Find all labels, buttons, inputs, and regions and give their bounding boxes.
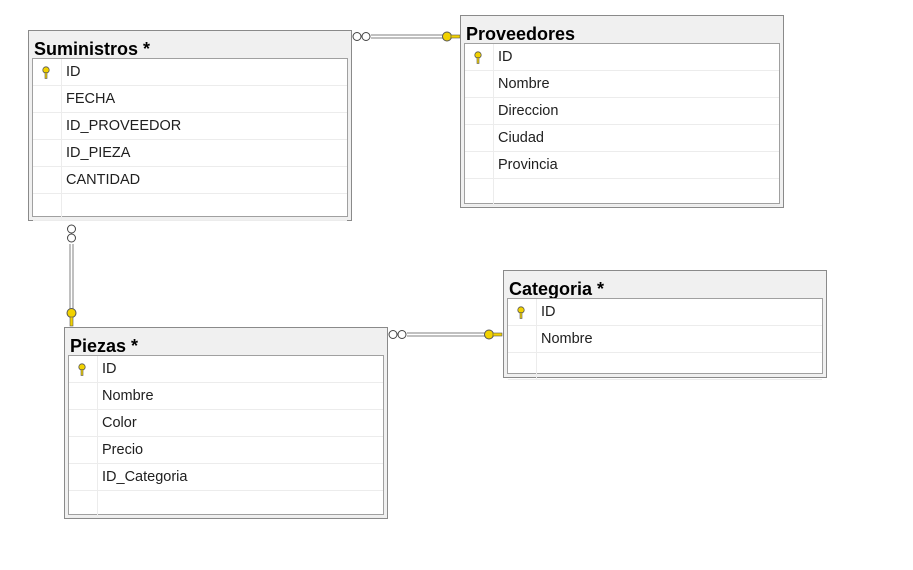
one-end-key-icon <box>484 329 503 340</box>
table-title: Categoria * <box>509 279 605 299</box>
many-end-icon <box>67 224 76 243</box>
one-end-key-icon <box>66 308 77 327</box>
column-name: ID <box>102 361 117 377</box>
column-name: Color <box>102 415 137 431</box>
table-title: Proveedores <box>466 24 576 44</box>
column-name: Nombre <box>541 331 593 347</box>
primary-key-icon <box>78 363 86 376</box>
column-list: ID Nombre Color Precio ID_Categoria <box>68 355 384 518</box>
relationship-suministros-proveedores[interactable] <box>352 31 461 42</box>
table-title: Suministros * <box>34 39 151 59</box>
column-name: Nombre <box>102 388 154 404</box>
column-row[interactable]: ID_Categoria <box>69 464 383 491</box>
column-name: Provincia <box>498 157 558 173</box>
column-name: ID <box>498 49 513 65</box>
one-end-key-icon <box>442 31 461 42</box>
many-end-icon <box>388 330 407 339</box>
column-name: ID <box>541 304 556 320</box>
column-row-empty[interactable] <box>508 353 822 380</box>
table-piezas[interactable]: Piezas * ID Nombre Color Precio ID_Categ… <box>64 327 388 519</box>
column-row[interactable]: ID_PIEZA <box>33 140 347 167</box>
column-row[interactable]: ID_PROVEEDOR <box>33 113 347 140</box>
table-title: Piezas * <box>70 336 139 356</box>
column-row[interactable]: ID <box>69 356 383 383</box>
table-categoria[interactable]: Categoria * ID Nombre <box>503 270 827 380</box>
column-row-empty[interactable] <box>465 179 779 206</box>
relationship-piezas-categoria[interactable] <box>388 329 503 340</box>
column-row[interactable]: CANTIDAD <box>33 167 347 194</box>
column-row[interactable]: ID <box>508 299 822 326</box>
column-row[interactable]: Nombre <box>465 71 779 98</box>
column-row[interactable]: Precio <box>69 437 383 464</box>
column-list: ID FECHA ID_PROVEEDOR ID_PIEZA CANTIDAD <box>32 58 348 221</box>
column-row-empty[interactable] <box>33 194 347 221</box>
column-name: Nombre <box>498 76 550 92</box>
column-row[interactable]: Direccion <box>465 98 779 125</box>
column-list: ID Nombre Direccion Ciudad Provincia <box>464 43 780 206</box>
column-row[interactable]: Provincia <box>465 152 779 179</box>
primary-key-icon <box>474 51 482 64</box>
column-name: ID_PROVEEDOR <box>66 118 182 134</box>
column-row[interactable]: Ciudad <box>465 125 779 152</box>
column-name: CANTIDAD <box>66 172 141 188</box>
column-name: FECHA <box>66 91 116 107</box>
relationship-suministros-piezas[interactable] <box>66 224 77 327</box>
primary-key-icon <box>517 306 525 319</box>
column-name: ID <box>66 64 81 80</box>
column-row[interactable]: Nombre <box>508 326 822 353</box>
column-name: Direccion <box>498 103 559 119</box>
many-end-icon <box>352 32 371 41</box>
column-row[interactable]: Nombre <box>69 383 383 410</box>
primary-key-icon <box>42 66 50 79</box>
column-name: Precio <box>102 442 144 458</box>
column-row-empty[interactable] <box>69 491 383 518</box>
table-suministros[interactable]: Suministros * ID FECHA ID_PROVEEDOR ID_P… <box>28 30 352 221</box>
column-name: ID_Categoria <box>102 469 188 485</box>
column-row[interactable]: Color <box>69 410 383 437</box>
column-list: ID Nombre <box>507 298 823 380</box>
column-row[interactable]: FECHA <box>33 86 347 113</box>
column-row[interactable]: ID <box>33 59 347 86</box>
table-proveedores[interactable]: Proveedores ID Nombre Direccion Ciudad P… <box>460 15 784 208</box>
column-name: ID_PIEZA <box>66 145 131 161</box>
column-name: Ciudad <box>498 130 544 146</box>
column-row[interactable]: ID <box>465 44 779 71</box>
